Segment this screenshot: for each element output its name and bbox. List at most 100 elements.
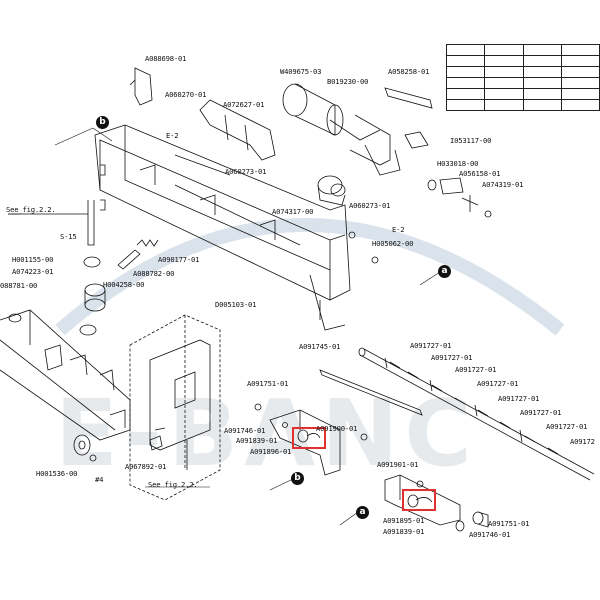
label-s15-top: S-15	[60, 232, 77, 241]
screw-h005062-b	[371, 256, 379, 264]
revision-table-cell	[522, 55, 562, 67]
bushing-a091751-b	[472, 511, 489, 528]
revision-table-cell	[522, 99, 562, 111]
revision-table-row	[445, 44, 600, 56]
leader-lines	[8, 127, 441, 526]
label-a074319: A074319-01	[482, 180, 524, 189]
pin-a067892	[149, 435, 163, 451]
revision-table-cell	[522, 66, 562, 78]
revision-table-cell	[522, 77, 562, 89]
label-d005103: D005103-01	[215, 300, 257, 309]
label-a091900: A091900-01	[316, 424, 358, 433]
label-h001536: H001536-00	[36, 469, 78, 478]
revision-table-row	[445, 55, 600, 67]
label-a091901: A091901-01	[377, 460, 419, 469]
gear-a056158	[439, 177, 464, 195]
revision-table-cell	[445, 99, 486, 111]
label-a091727-3: A091727-01	[455, 365, 497, 374]
label-a072627: A072627-01	[223, 100, 265, 109]
revision-table	[445, 44, 600, 111]
revision-table-row	[445, 66, 600, 78]
callout-b-top: b	[96, 116, 109, 129]
label-a091727-1: A091727-01	[410, 341, 452, 350]
label-h001155: H001155-00	[12, 255, 54, 264]
revision-table-row	[445, 77, 600, 89]
bracket-a091901	[384, 474, 461, 526]
bracket-a088698	[129, 67, 153, 106]
revision-table-cell	[522, 88, 562, 100]
label-a074223: A074223-01	[12, 267, 54, 276]
label-e2-mid: E-2	[392, 225, 405, 234]
part-i053117	[404, 131, 429, 149]
screw-a091901	[416, 480, 424, 488]
motor-w409675	[282, 83, 401, 176]
label-see-fig-top: See fig.2.2.	[6, 205, 56, 214]
label-i053117: I053117-00	[450, 136, 492, 145]
washer-a056158	[427, 179, 437, 191]
label-h004258: H004258-00	[103, 280, 145, 289]
callout-a-bottom: a	[356, 506, 369, 519]
label-a091839-a: A091839-01	[236, 436, 278, 445]
spring-a091839-b	[407, 494, 433, 508]
plate-dashed	[129, 314, 221, 501]
label-a091746-a: A091746-01	[224, 426, 266, 435]
revision-table-cell	[484, 66, 524, 78]
revision-table-cell	[560, 99, 600, 111]
revision-table-cell	[484, 77, 524, 89]
label-a091727-4: A091727-01	[477, 379, 519, 388]
label-a060270: A060270-01	[165, 90, 207, 99]
callout-b-bottom: b	[291, 472, 304, 485]
label-a088782: A088782-00	[133, 269, 175, 278]
revision-table-cell	[560, 55, 600, 67]
label-a091727-7: A091727-01	[546, 422, 588, 431]
callout-a-right: a	[438, 265, 451, 278]
label-a090177: A090177-01	[158, 255, 200, 264]
revision-table-row	[445, 88, 600, 100]
main-frame-outline	[94, 124, 351, 331]
revision-table-cell	[560, 77, 600, 89]
label-a091727-6: A091727-01	[520, 408, 562, 417]
revision-table-cell	[484, 88, 524, 100]
highlight-box-lower	[402, 489, 436, 511]
label-num4: #4	[95, 475, 104, 484]
screw-h005062-a	[348, 231, 356, 239]
spindle-a074319	[461, 195, 479, 212]
label-a067892: A067892-01	[125, 462, 167, 471]
label-a091745: A091745-01	[299, 342, 341, 351]
revision-table-cell	[445, 66, 486, 78]
revision-table-cell	[445, 88, 486, 100]
screw-a091751-a	[254, 403, 262, 411]
label-w409675: W409675-03	[280, 67, 322, 76]
highlight-box-upper	[292, 427, 326, 449]
label-a091746-b: A091746-01	[469, 530, 511, 539]
revision-table-cell	[484, 44, 524, 56]
label-a091727-5: A091727-01	[498, 394, 540, 403]
revision-table-cell	[560, 66, 600, 78]
label-a088698: A088698-01	[145, 54, 187, 63]
label-a091896: A091896-01	[250, 447, 292, 456]
roller-h001536	[73, 434, 91, 456]
spring-a090177	[136, 239, 159, 247]
pin-h004258	[117, 249, 141, 270]
label-a060273-a: A060273-01	[225, 167, 267, 176]
label-h033018: H033018-00	[437, 159, 479, 168]
screw-num4	[89, 454, 97, 462]
label-b019230: B019230-00	[327, 77, 369, 86]
revision-table-cell	[445, 55, 486, 67]
revision-table-cell	[560, 44, 600, 56]
shaft-a091745	[319, 369, 423, 416]
shaft-e2-top	[174, 154, 231, 176]
clip-s15-bottom	[79, 324, 97, 336]
plate-a067892	[149, 339, 211, 451]
label-a091727-2: A091727-01	[431, 353, 473, 362]
screw-a091900	[360, 433, 368, 441]
label-a091895: A091895-01	[383, 516, 425, 525]
revision-table-cell	[560, 88, 600, 100]
revision-table-row	[445, 99, 600, 111]
label-a060273-b: A060273-01	[349, 201, 391, 210]
label-a088781: 088781-00	[0, 281, 38, 290]
screw-a074319	[484, 210, 492, 218]
revision-table-cell	[445, 44, 486, 56]
